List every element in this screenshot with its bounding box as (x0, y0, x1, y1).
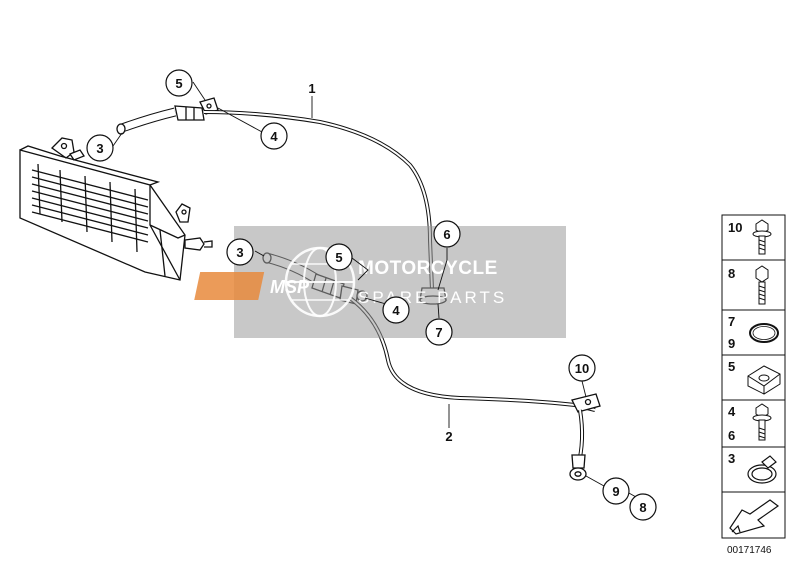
callout-label: 6 (443, 227, 450, 242)
watermark-logo-text: MSP (270, 277, 310, 297)
legend-row-10: 10 (721, 214, 786, 261)
callout-label: 5 (335, 250, 342, 265)
callout-5-upper: 5 (165, 69, 193, 97)
legend-number: 6 (728, 428, 735, 443)
callout-6: 6 (433, 220, 461, 248)
speed-nut-icon (747, 365, 781, 395)
callout-7: 7 (425, 318, 453, 346)
legend-number: 9 (728, 336, 735, 351)
flange-bolt-icon (752, 403, 772, 441)
o-ring-icon (749, 323, 779, 343)
callout-9: 9 (602, 477, 630, 505)
legend-row-arrow (721, 491, 786, 539)
callout-label: 5 (175, 76, 182, 91)
callout-label: 9 (612, 484, 619, 499)
callout-8: 8 (629, 493, 657, 521)
callout-3-lower: 3 (226, 238, 254, 266)
legend-number: 7 (728, 314, 735, 329)
flange-bolt-icon (752, 219, 772, 255)
oil-cooler (19, 137, 213, 281)
legend-number: 10 (728, 220, 742, 235)
callout-4-lower: 4 (382, 296, 410, 324)
legend-number: 5 (728, 359, 735, 374)
legend-number: 8 (728, 266, 735, 281)
callout-3-upper: 3 (86, 134, 114, 162)
hex-bolt-icon (755, 265, 769, 305)
legend-number: 3 (728, 451, 735, 466)
watermark-title: MOTORCYCLE (358, 258, 498, 279)
legend-row-4-6: 4 6 (721, 399, 786, 448)
callout-4-upper: 4 (260, 122, 288, 150)
legend-number: 4 (728, 404, 736, 419)
callout-10: 10 (568, 354, 596, 382)
legend-row-3: 3 (721, 446, 786, 493)
callout-5-lower: 5 (325, 243, 353, 271)
callout-label: 4 (270, 129, 278, 144)
reference-number: 00171746 (727, 545, 772, 556)
legend-row-5: 5 (721, 354, 786, 401)
callout-label: 4 (392, 303, 400, 318)
callout-label: 7 (435, 325, 442, 340)
leader-label-1: 1 (308, 81, 315, 96)
legend-row-7-9: 7 9 (721, 309, 786, 356)
callout-label: 3 (236, 245, 243, 260)
leader-label-2: 2 (445, 429, 452, 444)
callout-label: 10 (575, 361, 589, 376)
arrow-icon (729, 499, 780, 535)
hose-clamp-icon (747, 455, 777, 484)
parts-legend: 10 8 7 9 (721, 214, 786, 539)
legend-row-8: 8 (721, 259, 786, 311)
watermark-subtitle: SPARE PARTS (358, 288, 507, 307)
callout-label: 8 (639, 500, 646, 515)
callout-label: 3 (96, 141, 103, 156)
